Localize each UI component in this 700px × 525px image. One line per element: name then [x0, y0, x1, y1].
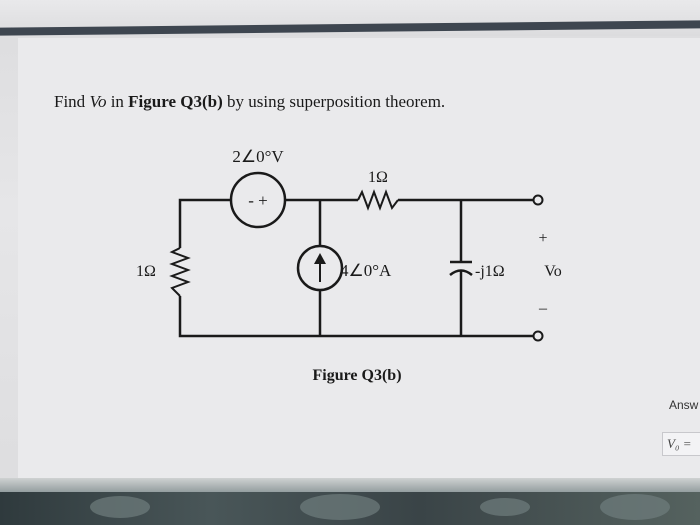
voltage-source-label: 2∠0°V: [232, 147, 284, 166]
taskbar-reflection: [300, 494, 380, 520]
question-in: in: [106, 92, 129, 111]
answer-label: Answ: [669, 398, 699, 412]
current-source-label: 4∠0°A: [340, 261, 392, 280]
wire-top-left: [178, 198, 231, 248]
answer-input[interactable]: V₀ =: [662, 432, 700, 456]
output-terminal-top-icon: [532, 194, 544, 206]
output-minus: –: [538, 300, 548, 317]
circuit-wires: [178, 198, 534, 338]
output-terminal-bottom-icon: [532, 330, 544, 342]
wire-bottom: [178, 296, 534, 338]
capacitor-plate-bottom: [449, 269, 473, 276]
taskbar-reflection: [90, 496, 150, 518]
taskbar-reflection: [600, 494, 670, 520]
question-text: Find Vo in Figure Q3(b) by using superpo…: [54, 92, 445, 112]
resistor-left-label: 1Ω: [136, 263, 156, 280]
taskbar: [0, 492, 700, 525]
voltage-source-polarity: - +: [248, 191, 268, 210]
question-figure-ref: Figure Q3(b): [128, 92, 223, 111]
question-rest: by using superposition theorem.: [222, 92, 446, 111]
question-variable: Vo: [89, 92, 107, 111]
resistor-top-icon: [357, 189, 399, 211]
taskbar-reflection: [480, 498, 530, 516]
resistor-top-label: 1Ω: [368, 169, 388, 186]
capacitor-label: -j1Ω: [475, 263, 505, 280]
voltage-source-icon: [229, 171, 287, 229]
resistor-left-icon: [169, 247, 191, 297]
current-source-arrow-head: [314, 253, 326, 264]
question-page: [18, 38, 700, 478]
output-label: Vo: [544, 263, 562, 280]
figure-caption: Figure Q3(b): [312, 367, 401, 384]
output-plus: +: [538, 230, 547, 247]
question-find: Find: [54, 92, 90, 111]
